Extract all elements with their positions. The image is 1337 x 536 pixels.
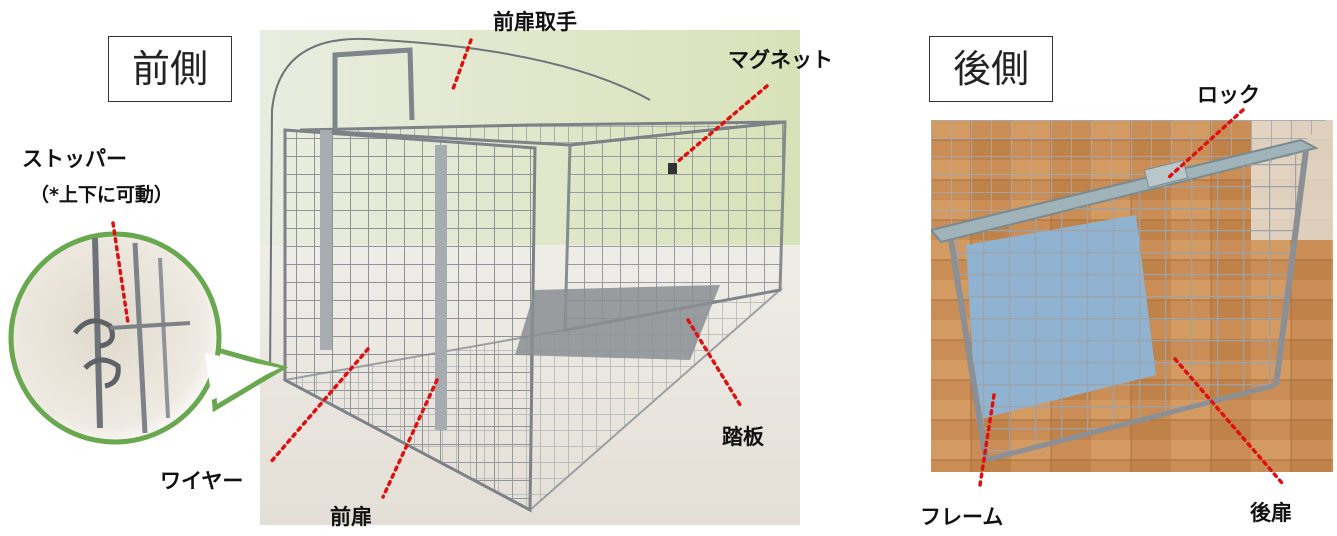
label-wire: ワイヤー (160, 469, 244, 493)
leader-wire (268, 347, 370, 465)
label-front-door-handle: 前扉取手 (493, 10, 577, 34)
front-cage-illustration (269, 37, 787, 513)
label-stopper-note: （*上下に可動） (30, 184, 173, 206)
label-treadle: 踏板 (722, 425, 764, 449)
leader-front-door-handle (451, 38, 473, 91)
label-front-door: 前扉 (330, 505, 372, 529)
rear-cage-photo (931, 120, 1333, 472)
leader-rear-door (1173, 357, 1284, 485)
leader-frame (978, 393, 996, 487)
stopper-detail-illustration (73, 237, 191, 434)
leader-front-door (381, 378, 439, 499)
front-side-heading: 前側 (108, 36, 232, 102)
leader-magnet (674, 84, 769, 165)
stopper-zoom-callout (0, 218, 300, 528)
rear-cage-illustration (931, 120, 1326, 463)
label-lock: ロック (1197, 83, 1260, 107)
leader-stopper (111, 221, 130, 325)
label-frame: フレーム (920, 505, 1004, 529)
front-cage-photo (260, 30, 800, 525)
leader-lock (1166, 108, 1245, 180)
label-magnet: マグネット (728, 48, 833, 72)
leader-treadle (686, 318, 744, 410)
label-stopper: ストッパー (22, 147, 127, 171)
label-rear-door: 後扉 (1250, 501, 1292, 525)
rear-side-heading: 後側 (929, 36, 1053, 102)
